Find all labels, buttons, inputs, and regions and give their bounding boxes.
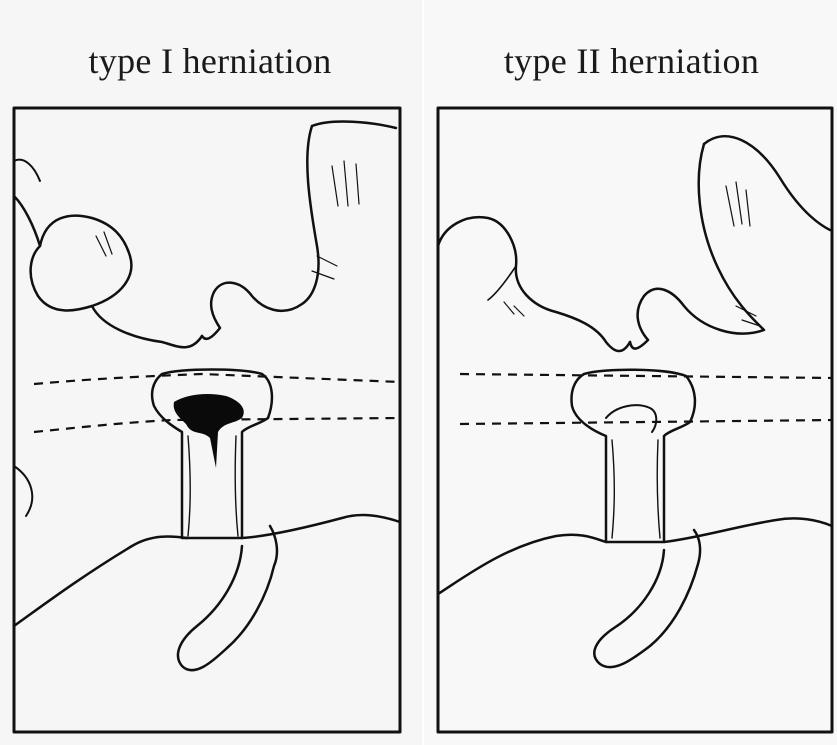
lower-body-left (438, 535, 606, 594)
nerve-root (594, 530, 700, 667)
right-articular-process (202, 126, 319, 339)
left-facet-outline (40, 216, 131, 306)
type-2-title: type II herniation (424, 40, 837, 82)
right-process-top (704, 136, 830, 230)
nerve-root (178, 526, 277, 670)
left-lamina-outline (438, 217, 630, 351)
disc-outline (572, 370, 695, 542)
lower-body-right (242, 515, 400, 538)
lower-body-right (664, 518, 832, 542)
type-1-drawing (12, 106, 402, 734)
right-articular-process (630, 144, 764, 349)
upper-dashed-line (34, 374, 400, 384)
lower-body-left (14, 536, 187, 626)
type-2-panel: type II herniation (422, 0, 837, 745)
type-1-panel: type I herniation (0, 0, 420, 745)
right-process-top (312, 122, 396, 128)
type-1-illustration (12, 106, 402, 734)
type-2-illustration (436, 106, 834, 734)
upper-dashed-line (460, 374, 832, 378)
herniated-nucleus (174, 394, 244, 468)
type-1-title: type I herniation (0, 40, 420, 82)
protruded-nucleus (606, 405, 656, 432)
lower-dashed-line (460, 420, 832, 424)
type-2-drawing (436, 106, 834, 734)
left-lamina-outline (14, 196, 202, 347)
